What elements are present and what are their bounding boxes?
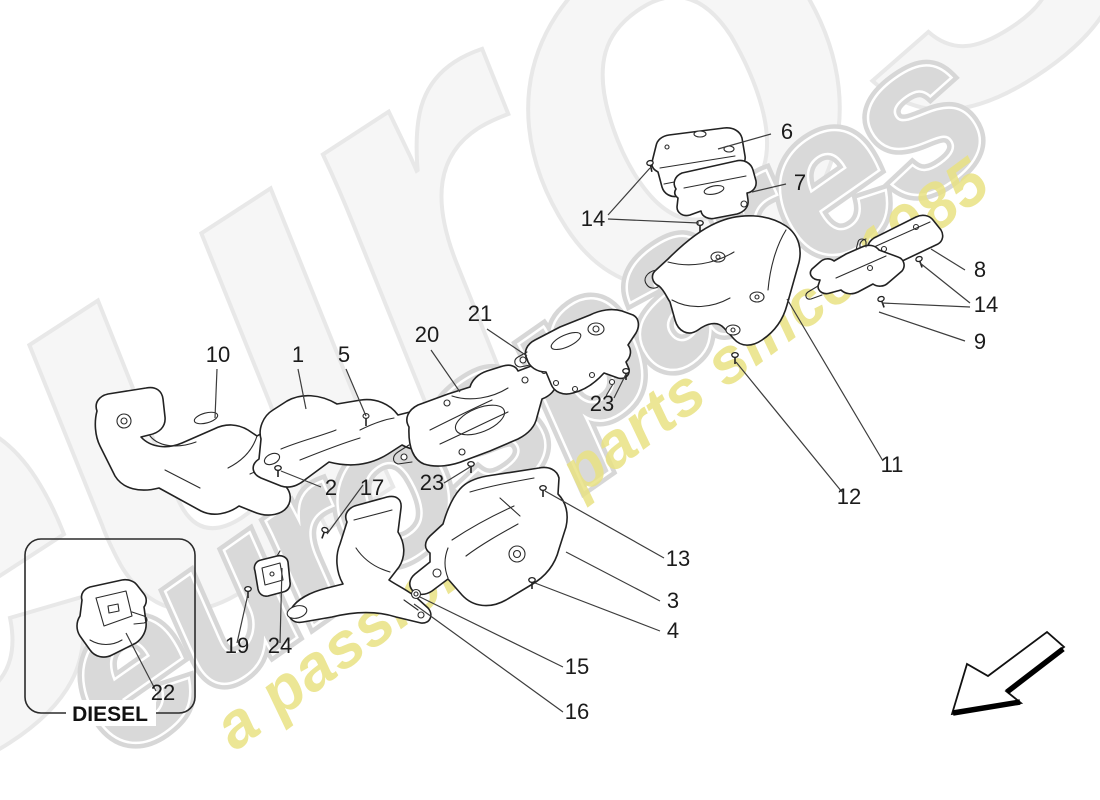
callout-11-label: 11 — [881, 452, 904, 477]
direction-arrow-icon — [950, 630, 1066, 716]
callout-12-label: 12 — [837, 484, 861, 509]
leader-line — [544, 490, 665, 559]
leader-line — [717, 133, 772, 150]
part-11-saddle-shield — [644, 214, 801, 346]
leader-line — [878, 311, 966, 342]
leader-line — [919, 262, 971, 304]
leader-line — [430, 349, 461, 393]
callout-21-label: 21 — [468, 301, 492, 326]
part-7-bracket — [673, 159, 757, 233]
diesel-box-label: DIESEL — [72, 703, 148, 726]
part-21-thermal-panel — [514, 308, 640, 395]
callout-16-label: 16 — [565, 699, 589, 724]
diesel-box: DIESEL — [24, 538, 196, 726]
callout-15-label: 15 — [565, 654, 589, 679]
callout-2-label: 2 — [325, 475, 337, 500]
callout-13-label: 13 — [666, 546, 690, 571]
leader-line — [486, 328, 528, 357]
leader-line — [214, 368, 218, 419]
part-9-bracket — [805, 238, 905, 300]
part-16-duct-bracket — [286, 495, 432, 624]
leader-line — [297, 368, 307, 410]
part-10-heat-shield — [94, 386, 306, 516]
callout-23a-label: 23 — [590, 391, 614, 416]
leader-line — [607, 218, 700, 224]
part-20-thermal-panel — [392, 358, 560, 467]
leader-line — [930, 248, 966, 271]
leader-line — [613, 373, 627, 399]
callout-1-label: 1 — [292, 342, 304, 367]
leader-line — [735, 361, 843, 493]
callout-8-label: 8 — [974, 257, 986, 282]
leader-line — [607, 167, 651, 216]
callout-19-label: 19 — [225, 633, 249, 658]
leader-line — [279, 567, 283, 644]
callout-14b-label: 14 — [974, 292, 998, 317]
callout-23b-label: 23 — [420, 470, 444, 495]
leader-line — [419, 596, 564, 668]
leader-line — [413, 603, 564, 713]
callout-6-label: 6 — [781, 119, 793, 144]
leader-line — [565, 551, 661, 602]
callout-3-label: 3 — [667, 588, 679, 613]
callout-20-label: 20 — [415, 322, 439, 347]
leader-line — [443, 466, 471, 484]
leader-line — [534, 582, 661, 632]
callout-17-label: 17 — [360, 475, 384, 500]
leader-lines — [125, 133, 971, 713]
leader-line — [326, 484, 364, 535]
leader-line — [786, 298, 884, 462]
leader-line — [280, 470, 322, 488]
callout-9-label: 9 — [974, 329, 986, 354]
leader-line — [125, 632, 157, 692]
leader-line — [236, 593, 249, 644]
callout-labels: 6 7 14 8 14 9 10 1 5 20 21 23 11 12 2 17… — [151, 119, 998, 724]
callout-7-label: 7 — [794, 170, 806, 195]
callout-10-label: 10 — [206, 342, 230, 367]
part-3-thermal-panel — [409, 466, 568, 607]
callout-24-label: 24 — [268, 633, 292, 658]
leader-line — [881, 302, 971, 308]
callout-5-label: 5 — [338, 342, 350, 367]
part-1-heat-shield — [252, 394, 446, 488]
callout-4-label: 4 — [667, 618, 679, 643]
leader-line — [751, 183, 787, 193]
leader-line — [605, 383, 614, 397]
callout-14a-label: 14 — [581, 206, 605, 231]
leader-line — [345, 368, 367, 417]
